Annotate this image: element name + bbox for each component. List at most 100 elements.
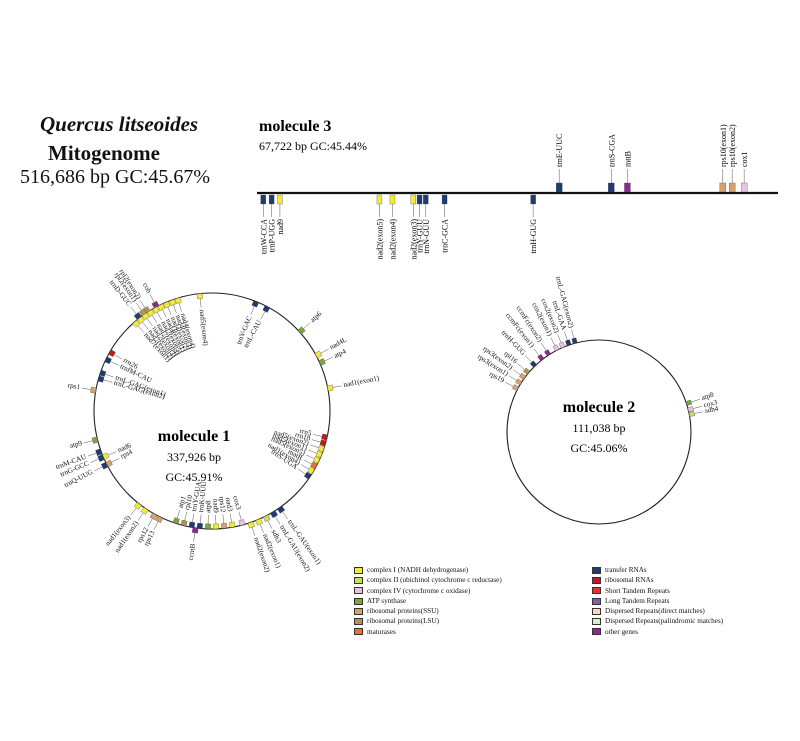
molecule-1-leader-28 <box>306 454 315 459</box>
molecule-1-leader-9 <box>156 312 162 321</box>
molecule-3-bottom-label-1: trnP-UGG <box>268 219 277 253</box>
molecule-1-leader-36 <box>251 527 256 536</box>
legend-swatch <box>592 607 601 615</box>
molecule-1-backbone <box>93 292 331 530</box>
molecule-1-leader-45 <box>176 509 181 519</box>
molecule-1-gene-block-ccmb-46 <box>191 527 199 534</box>
legend-label: Short Tandem Repeats <box>605 586 670 595</box>
molecule-2-leader-3 <box>505 382 514 387</box>
legend-item-complex-i-nadh-dehydrogenase: complex I (NADH dehydrogenase) <box>354 565 502 575</box>
legend-label: ribosomal RNAs <box>605 576 654 585</box>
molecule-2-leader-7 <box>533 348 540 356</box>
molecule-3-bottom-label-2: nad9 <box>276 219 285 235</box>
molecule-1-leader-55 <box>87 452 97 457</box>
molecule-2-gene-block-atp8-0 <box>685 399 693 406</box>
molecule-1-gene-block-matr-29 <box>310 461 318 469</box>
molecule-1-gc: GC:45.91% <box>166 470 223 484</box>
molecule-1-leader-26 <box>310 444 319 449</box>
legend-label: other genes <box>605 627 638 636</box>
molecule-1-gene-label-40: nad9 <box>211 499 219 514</box>
molecule-1-length: 337,926 bp <box>167 450 221 464</box>
legend-swatch <box>592 597 601 605</box>
molecule-1-gene-block-rpl10-44 <box>180 519 188 527</box>
legend-item-ribosomal-proteins-lsu: ribosomal proteins(LSU) <box>354 616 502 626</box>
legend-swatch <box>592 587 601 595</box>
molecule-2-gene-block-ccmfc-exon2-8 <box>544 349 551 357</box>
genome-stats: 516,686 bp GC:45.67% <box>20 166 210 188</box>
molecule-3-top-block-4 <box>729 182 736 193</box>
molecule-1-leader-14 <box>114 354 123 360</box>
molecule-3-bottom-label-3: nad2(exon5) <box>375 219 384 260</box>
molecule-1-leader-18 <box>250 306 255 315</box>
species-name: Quercus litseoides <box>40 112 199 136</box>
molecule-2-gene-block-trnl-gaa-11 <box>565 339 572 346</box>
molecule-1-leader-47 <box>153 521 159 530</box>
legend-item-dispersed-repeats-palindromic-matches: Dispersed Repeats(palindromic matches) <box>592 616 723 626</box>
legend-label: Long Tandem Repeats <box>605 596 670 605</box>
molecule-2-gene-label-1: cox3 <box>703 398 719 409</box>
molecule-2-backbone <box>506 339 692 525</box>
molecule-1-leader-24 <box>313 434 323 437</box>
molecule-1-leader-44 <box>184 511 188 521</box>
molecule-1-gene-label-4: nad5(exon4) <box>198 309 210 347</box>
legend-swatch <box>592 628 601 636</box>
molecule-1-name: molecule 1 <box>158 428 230 445</box>
molecule-1-leader-32 <box>282 511 288 520</box>
molecule-1-leader-11 <box>146 318 153 326</box>
molecule-2-leader-1 <box>693 406 702 409</box>
molecule-3-bottom-block-0 <box>260 194 266 205</box>
molecule-1-gene-block-trng-gcc-54 <box>97 454 105 462</box>
molecule-1-leader-35 <box>259 524 264 533</box>
molecule-1-gene-label-20: atp6 <box>309 310 324 324</box>
molecule-1-leader-29 <box>303 459 312 465</box>
legend-swatch <box>354 628 363 636</box>
molecule-3-bottom-label-8: trnC-GCA <box>441 219 450 253</box>
molecule-1-gene-block-nad5-exon4-4 <box>196 293 203 300</box>
molecule-1-gene-block-nad4l-21 <box>314 350 323 359</box>
molecule-1-gene-block-cox3-37 <box>238 519 246 526</box>
legend-swatch <box>354 576 363 584</box>
molecule-1-leader-34 <box>267 520 273 529</box>
molecule-1-gene-block-atp4-22 <box>318 358 326 366</box>
legend-item-long-tandem-repeats: Long Tandem Repeats <box>592 596 723 606</box>
molecule-1-gene-block-trnq-uug-53 <box>100 462 109 470</box>
molecule-1-gene-block-nad7-exon2-12 <box>137 316 145 324</box>
molecule-2-leader-0 <box>691 399 700 403</box>
molecule-3-bottom-block-1 <box>268 194 275 205</box>
molecule-1-leader-52 <box>107 451 117 456</box>
molecule-1-gene-block-trnl-gag-exon1-16 <box>99 369 107 377</box>
molecule-2-leader-13 <box>525 355 532 363</box>
molecule-3-bottom-block-3 <box>376 194 383 205</box>
molecule-3-bottom-label-6: trnY-GUU <box>416 219 425 253</box>
molecule-3-top-label-0: trnE-UUC <box>555 134 564 167</box>
molecule-3-top-block-5 <box>740 182 748 193</box>
legend-item-ribosomal-rnas: ribosomal RNAs <box>592 575 723 585</box>
molecule-3-bottom-block-2 <box>277 194 283 205</box>
legend-item-ribosomal-proteins-ssu: ribosomal proteins(SSU) <box>354 606 502 616</box>
molecule-1-gene-label-24: rrn5 <box>299 427 313 438</box>
molecule-3-top-label-3: rps10(exon1) <box>719 124 728 167</box>
molecule-2-leader-10 <box>557 334 562 343</box>
molecule-1-gene-block-rps12-48 <box>149 512 158 521</box>
molecule-1-gene-block-nad4-exon4-5 <box>174 297 182 304</box>
molecule-2-leader-2 <box>694 411 704 414</box>
molecule-1-leader-10 <box>151 315 158 323</box>
legend-swatch <box>592 576 601 584</box>
molecule-1-leader-53 <box>94 466 103 472</box>
legend-label: Dispersed Repeats(direct matches) <box>605 607 705 616</box>
molecule-1-gene-label-46: ccmB <box>187 543 197 561</box>
molecule-1-leader-20 <box>303 322 311 329</box>
molecule-1-leader-37 <box>238 511 242 521</box>
molecule-1-gene-block-nad1-exon3-50 <box>133 502 142 510</box>
legend-swatch <box>354 597 363 605</box>
molecule-2-gene-block-rps3-exon2-5 <box>519 372 527 380</box>
molecule-1-leader-1 <box>139 300 146 308</box>
molecule-1-leader-51 <box>111 457 120 463</box>
legend-label: complex II (ubichinol cytochrome c reduc… <box>367 576 502 585</box>
molecule-3-top-block-1 <box>608 182 615 193</box>
legend-label: transfer RNAs <box>605 566 647 574</box>
molecule-1-gene-label-39: rps12 <box>217 496 227 513</box>
molecule-2-leader-4 <box>508 375 517 381</box>
molecule-1-gene-label-45: atp1 <box>176 495 188 510</box>
molecule-2-length: 111,038 bp <box>572 421 625 435</box>
